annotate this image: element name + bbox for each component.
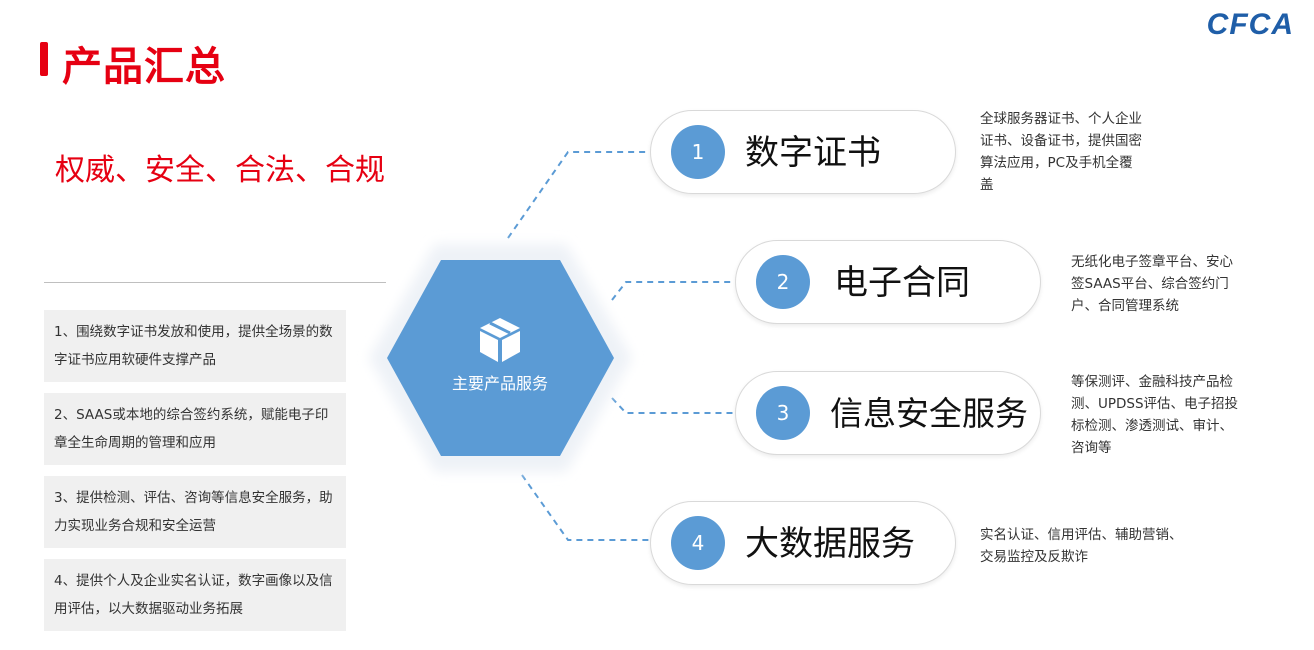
service-pill-e-contract: 2 电子合同 [735, 240, 1041, 324]
service-label-4: 大数据服务 [745, 524, 915, 564]
service-desc-3-line: 测、UPDSS评估、电子招投 [1071, 396, 1239, 412]
page-title: 产品汇总 [62, 44, 226, 90]
connector-4 [521, 474, 650, 541]
service-pill-digital-certificate: 1 数字证书 [650, 110, 956, 194]
service-desc-4-line: 交易监控及反欺诈 [980, 549, 1088, 565]
service-desc-3-line: 等保测评、金融科技产品检 [1071, 374, 1233, 390]
note-2: 2、SAAS或本地的综合签约系统，赋能电子印章全生命周期的管理和应用 [44, 393, 346, 465]
slogan: 权威、安全、合法、合规 [55, 153, 385, 188]
service-desc-1-line: 全球服务器证书、个人企业 [980, 111, 1142, 127]
service-desc-3-line: 标检测、渗透测试、审计、 [1071, 418, 1233, 434]
title-accent-bar [40, 42, 48, 76]
note-1: 1、围绕数字证书发放和使用，提供全场景的数字证书应用软硬件支撑产品 [44, 310, 346, 382]
service-pill-info-security: 3 信息安全服务 [735, 371, 1041, 455]
service-desc-3-line: 咨询等 [1071, 440, 1112, 456]
service-desc-1-line: 算法应用，PC及手机全覆 [980, 155, 1133, 171]
service-desc-4: 实名认证、信用评估、辅助营销、 交易监控及反欺诈 [980, 524, 1183, 568]
service-desc-4-line: 实名认证、信用评估、辅助营销、 [980, 527, 1183, 543]
service-desc-1-line: 证书、设备证书，提供国密 [980, 133, 1142, 149]
note-4: 4、提供个人及企业实名认证，数字画像以及信用评估，以大数据驱动业务拓展 [44, 559, 346, 631]
connector-3 [611, 397, 735, 414]
divider [44, 282, 386, 283]
service-desc-3: 等保测评、金融科技产品检 测、UPDSS评估、电子招投 标检测、渗透测试、审计、… [1071, 371, 1238, 459]
service-number-4: 4 [671, 516, 725, 570]
service-desc-2: 无纸化电子签章平台、安心 签SAAS平台、综合签约门 户、合同管理系统 [1071, 251, 1233, 317]
service-desc-1-line: 盖 [980, 177, 994, 193]
service-label-1: 数字证书 [745, 133, 881, 173]
service-pill-big-data: 4 大数据服务 [650, 501, 956, 585]
box-icon [480, 318, 520, 362]
cfca-logo: CFCA [1206, 8, 1294, 41]
service-desc-1: 全球服务器证书、个人企业 证书、设备证书，提供国密 算法应用，PC及手机全覆 盖 [980, 108, 1142, 196]
service-label-2: 电子合同 [834, 263, 970, 303]
service-number-2: 2 [756, 255, 810, 309]
hub-label: 主要产品服务 [451, 374, 548, 393]
service-label-3: 信息安全服务 [830, 394, 1028, 433]
note-3: 3、提供检测、评估、咨询等信息安全服务，助力实现业务合规和安全运营 [44, 476, 346, 548]
service-desc-2-line: 户、合同管理系统 [1071, 298, 1179, 314]
connector-2 [611, 281, 735, 301]
hub-hexagon [387, 260, 614, 456]
service-number-3: 3 [756, 386, 810, 440]
connector-1 [507, 151, 650, 239]
service-desc-2-line: 无纸化电子签章平台、安心 [1071, 254, 1233, 270]
service-desc-2-line: 签SAAS平台、综合签约门 [1071, 276, 1229, 292]
service-number-1: 1 [671, 125, 725, 179]
